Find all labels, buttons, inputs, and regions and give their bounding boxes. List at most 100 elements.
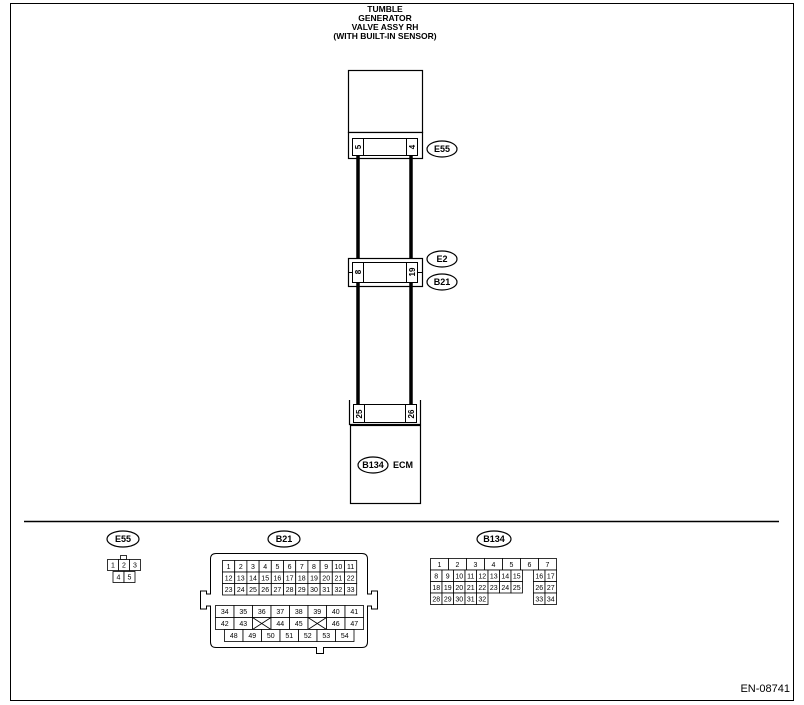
b134-pin-right: 26 bbox=[407, 409, 416, 418]
b134-pin-label: 9 bbox=[446, 573, 450, 580]
b134-pin-label: 18 bbox=[432, 585, 440, 592]
b21-pin-label: 45 bbox=[295, 621, 303, 628]
b21-blank-cavity bbox=[252, 617, 272, 630]
tumble-generator-valve-body bbox=[347, 69, 424, 134]
b21-pin-label: 1 bbox=[227, 564, 231, 571]
e55-pin-label: 4 bbox=[117, 575, 121, 582]
e55-cavity bbox=[129, 559, 141, 571]
e55-tag: E55 bbox=[426, 140, 458, 158]
b134-pin-label: 21 bbox=[467, 585, 475, 592]
b21-pin-label: 6 bbox=[288, 564, 292, 571]
b134-pin-label: 6 bbox=[528, 562, 532, 569]
b21-pin-label: 28 bbox=[286, 587, 294, 594]
b134-cavity bbox=[476, 592, 489, 605]
b134-pin-label: 29 bbox=[444, 596, 452, 603]
svg-text:E2: E2 bbox=[436, 254, 447, 264]
b21-pin-label: 49 bbox=[248, 633, 256, 640]
b21-pin-label: 40 bbox=[332, 609, 340, 616]
b134-pin-label: 2 bbox=[456, 562, 460, 569]
connector-e55: 5 4 bbox=[347, 131, 424, 160]
b134-pin-label: 20 bbox=[455, 585, 463, 592]
title-line-1: TUMBLE bbox=[367, 4, 403, 14]
b21-pin-label: 50 bbox=[267, 633, 275, 640]
e55-pin-label: 3 bbox=[133, 563, 137, 570]
b21-pin-label: 47 bbox=[350, 621, 358, 628]
b21-pin-label: 15 bbox=[261, 575, 269, 582]
connector-b134: 25 26 bbox=[348, 400, 422, 426]
e2-pin-right: 19 bbox=[408, 267, 417, 276]
b21-pin-label: 43 bbox=[239, 621, 247, 628]
b21-pin-label: 26 bbox=[261, 587, 269, 594]
b21-pin-label: 19 bbox=[310, 575, 318, 582]
b134-pin-label: 17 bbox=[547, 573, 555, 580]
b21-pin-label: 16 bbox=[274, 575, 282, 582]
b134-pin-label: 26 bbox=[535, 585, 543, 592]
e55-cavity bbox=[123, 571, 136, 583]
b21-pin-label: 37 bbox=[276, 609, 284, 616]
b21-pin-label: 8 bbox=[312, 564, 316, 571]
b21-pin-label: 29 bbox=[298, 587, 306, 594]
b134-pin-left: 25 bbox=[355, 409, 364, 418]
b21-pin-label: 13 bbox=[237, 575, 245, 582]
b21-pin-label: 54 bbox=[341, 633, 349, 640]
b134-pin-label: 28 bbox=[432, 596, 440, 603]
b21-pin-label: 25 bbox=[249, 587, 257, 594]
b21-pin-label: 32 bbox=[335, 587, 343, 594]
b134-pin-label: 13 bbox=[490, 573, 498, 580]
e55-pin-label: 2 bbox=[122, 563, 126, 570]
b21-pin-label: 33 bbox=[347, 587, 355, 594]
svg-text:B134: B134 bbox=[483, 534, 505, 544]
b21-tag: B21 bbox=[426, 273, 458, 291]
b21-pin-label: 44 bbox=[276, 621, 284, 628]
b21-pin-label: 34 bbox=[221, 609, 229, 616]
b134-pin-label: 7 bbox=[546, 562, 550, 569]
b21-pin-label: 22 bbox=[347, 575, 355, 582]
b21-pin-label: 5 bbox=[275, 564, 279, 571]
b134-pin-label: 15 bbox=[513, 573, 521, 580]
b21-pin-label: 35 bbox=[239, 609, 247, 616]
b134-pin-label: 23 bbox=[490, 585, 498, 592]
e55-pin-label: 5 bbox=[128, 575, 132, 582]
b134-pin-label: 24 bbox=[501, 585, 509, 592]
svg-text:B134: B134 bbox=[362, 460, 384, 470]
b134-pin-label: 34 bbox=[547, 596, 555, 603]
b134-pin-label: 14 bbox=[501, 573, 509, 580]
b21-cavity bbox=[335, 629, 355, 642]
b134-pin-label: 12 bbox=[478, 573, 486, 580]
b21-pin-label: 20 bbox=[322, 575, 330, 582]
b134-tag: B134 bbox=[357, 456, 389, 474]
diagram-frame bbox=[10, 3, 794, 701]
b134-pin-label: 4 bbox=[492, 562, 496, 569]
e2-tag: E2 bbox=[426, 250, 458, 268]
b134-pin-label: 5 bbox=[510, 562, 514, 569]
b21-pin-label: 51 bbox=[285, 633, 293, 640]
e55-pin-label: 1 bbox=[111, 563, 115, 570]
b21-pin-label: 4 bbox=[263, 564, 267, 571]
b21-pin-label: 30 bbox=[310, 587, 318, 594]
b134-pin-label: 11 bbox=[467, 573, 474, 580]
b21-pin-label: 21 bbox=[335, 575, 343, 582]
b21-pin-label: 53 bbox=[322, 633, 330, 640]
svg-text:B21: B21 bbox=[276, 534, 293, 544]
title-line-3: VALVE ASSY RH bbox=[352, 22, 419, 32]
b21-pin-label: 11 bbox=[347, 564, 354, 571]
b134-pin-label: 1 bbox=[438, 562, 442, 569]
b21-face-tag: B21 bbox=[267, 530, 301, 548]
b21-pin-label: 7 bbox=[300, 564, 304, 571]
title-line-4: (WITH BUILT-IN SENSOR) bbox=[333, 31, 436, 41]
b134-face-tag: B134 bbox=[476, 530, 512, 548]
svg-text:E55: E55 bbox=[115, 534, 131, 544]
connector-e2-b21: 8 19 bbox=[347, 257, 424, 288]
b21-pin-label: 3 bbox=[251, 564, 255, 571]
b21-pin-label: 38 bbox=[295, 609, 303, 616]
b21-pin-label: 27 bbox=[274, 587, 282, 594]
title-line-2: GENERATOR bbox=[358, 13, 412, 23]
b134-pin-label: 16 bbox=[535, 573, 543, 580]
svg-text:B21: B21 bbox=[434, 277, 451, 287]
b134-pin-label: 10 bbox=[455, 573, 463, 580]
b134-pin-label: 19 bbox=[444, 585, 452, 592]
b134-pin-label: 8 bbox=[434, 573, 438, 580]
